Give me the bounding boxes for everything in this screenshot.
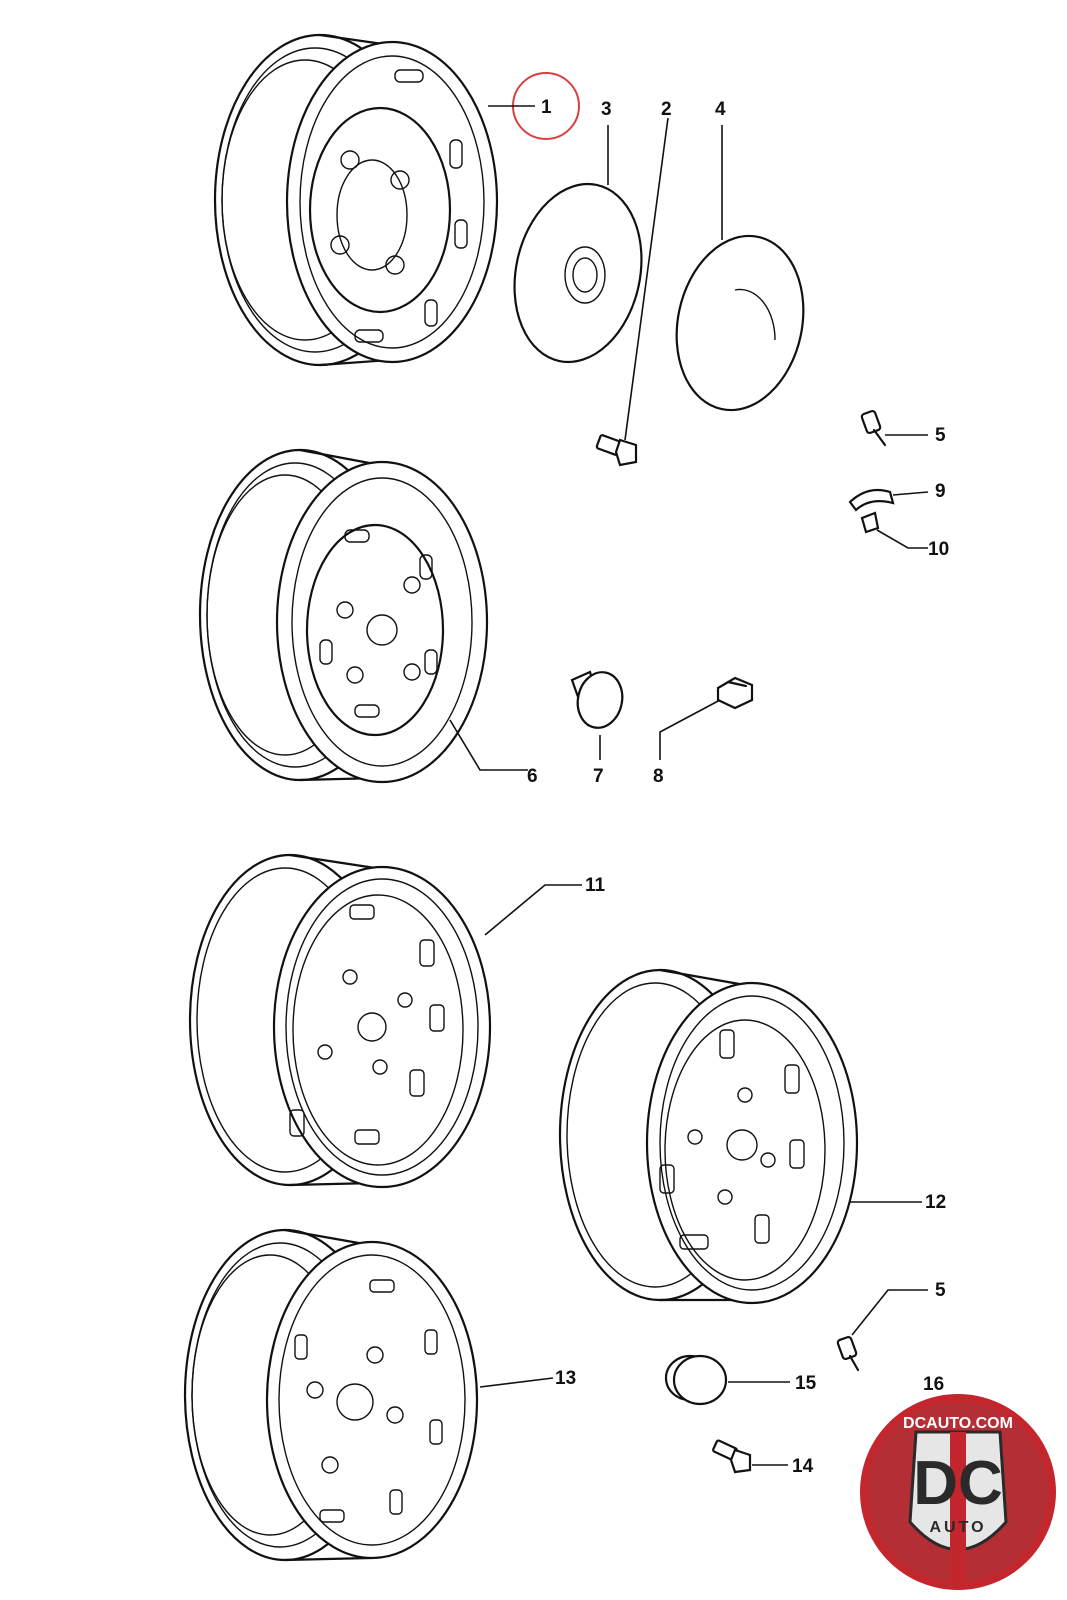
callout-3: 3 — [601, 99, 612, 120]
dcauto-logo: DCAUTO.COM DC AUTO — [860, 1394, 1056, 1590]
part-5-valve-stem — [860, 409, 887, 447]
callout-10: 10 — [928, 539, 949, 560]
part-8-lug-nut — [716, 676, 754, 710]
callout-4: 4 — [715, 99, 726, 120]
callout-6: 6 — [527, 766, 538, 787]
part-15-center-cap — [664, 1354, 728, 1406]
callout-14: 14 — [792, 1456, 814, 1477]
callout-15: 15 — [795, 1373, 817, 1394]
callout-11: 11 — [585, 875, 606, 896]
part-7-center-cap — [570, 670, 624, 729]
callout-1: 1 — [541, 97, 552, 118]
callout-9: 9 — [935, 481, 946, 502]
callout-5-top: 5 — [935, 425, 946, 446]
wheel-12-alloy-wheel — [558, 968, 859, 1305]
callout-7: 7 — [593, 766, 604, 787]
wheel-11-alloy-wheel — [188, 853, 492, 1189]
logo-mark: DC — [913, 1449, 1003, 1518]
part-10-balance-weight — [860, 511, 880, 534]
part-3-hub-cap — [513, 182, 643, 364]
part-14-bolt — [712, 1439, 752, 1474]
callout-16: 16 — [923, 1374, 944, 1395]
logo-sub: AUTO — [929, 1519, 986, 1536]
wheel-6-steel-wheel — [198, 448, 489, 784]
callout-5-lower: 5 — [935, 1280, 946, 1301]
callout-12: 12 — [925, 1192, 946, 1213]
wheel-1-steel-wheel — [213, 33, 499, 367]
callout-13: 13 — [555, 1368, 576, 1389]
part-5-valve-stem-lower — [836, 1335, 860, 1372]
logo-site: DCAUTO.COM — [903, 1415, 1013, 1432]
callout-8: 8 — [653, 766, 664, 787]
part-9-balance-weight — [848, 488, 895, 512]
callout-2: 2 — [661, 99, 672, 120]
wheel-13-alloy-wheel — [183, 1228, 479, 1562]
part-2-bolt — [595, 434, 638, 467]
part-4-hub-cap — [675, 234, 805, 412]
